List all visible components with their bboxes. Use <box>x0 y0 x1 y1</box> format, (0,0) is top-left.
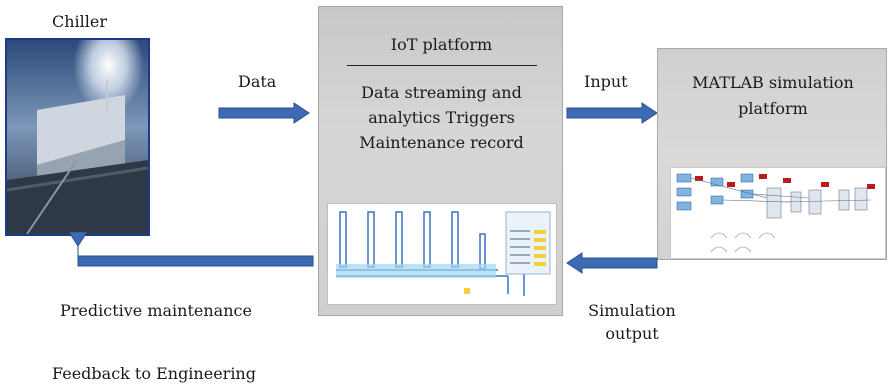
chiller-label: Chiller <box>52 12 108 31</box>
matlab-simulink-thumbnail <box>670 167 886 259</box>
iot-description-line-1: Data streaming and <box>361 83 522 102</box>
matlab-title-line-1: MATLAB simulation <box>692 73 854 92</box>
simulation-output-arrow-icon <box>566 252 658 274</box>
iot-description-line-2: analytics Triggers <box>368 108 515 127</box>
input-label: Input <box>584 72 628 91</box>
data-arrow-icon <box>218 102 310 124</box>
iot-platform-title: IoT platform <box>390 35 493 54</box>
matlab-title-line-2: platform <box>738 99 808 118</box>
matlab-platform-box: MATLAB simulation platform <box>657 48 887 260</box>
iot-dashboard-thumbnail <box>327 203 557 305</box>
iot-platform-box: IoT platform Data streaming and analytic… <box>318 6 563 316</box>
iot-description-line-3: Maintenance record <box>359 133 524 152</box>
simulation-output-label-line-2: output <box>605 324 659 343</box>
chiller-photo <box>5 38 150 236</box>
feedback-to-engineering-label: Feedback to Engineering <box>52 364 256 383</box>
simulation-output-label-line-1: Simulation <box>588 301 676 320</box>
feedback-arrow-icon <box>68 232 314 267</box>
data-label: Data <box>238 72 277 91</box>
iot-title-divider <box>347 65 537 66</box>
input-arrow-icon <box>566 102 658 124</box>
predictive-maintenance-label: Predictive maintenance <box>60 301 252 320</box>
